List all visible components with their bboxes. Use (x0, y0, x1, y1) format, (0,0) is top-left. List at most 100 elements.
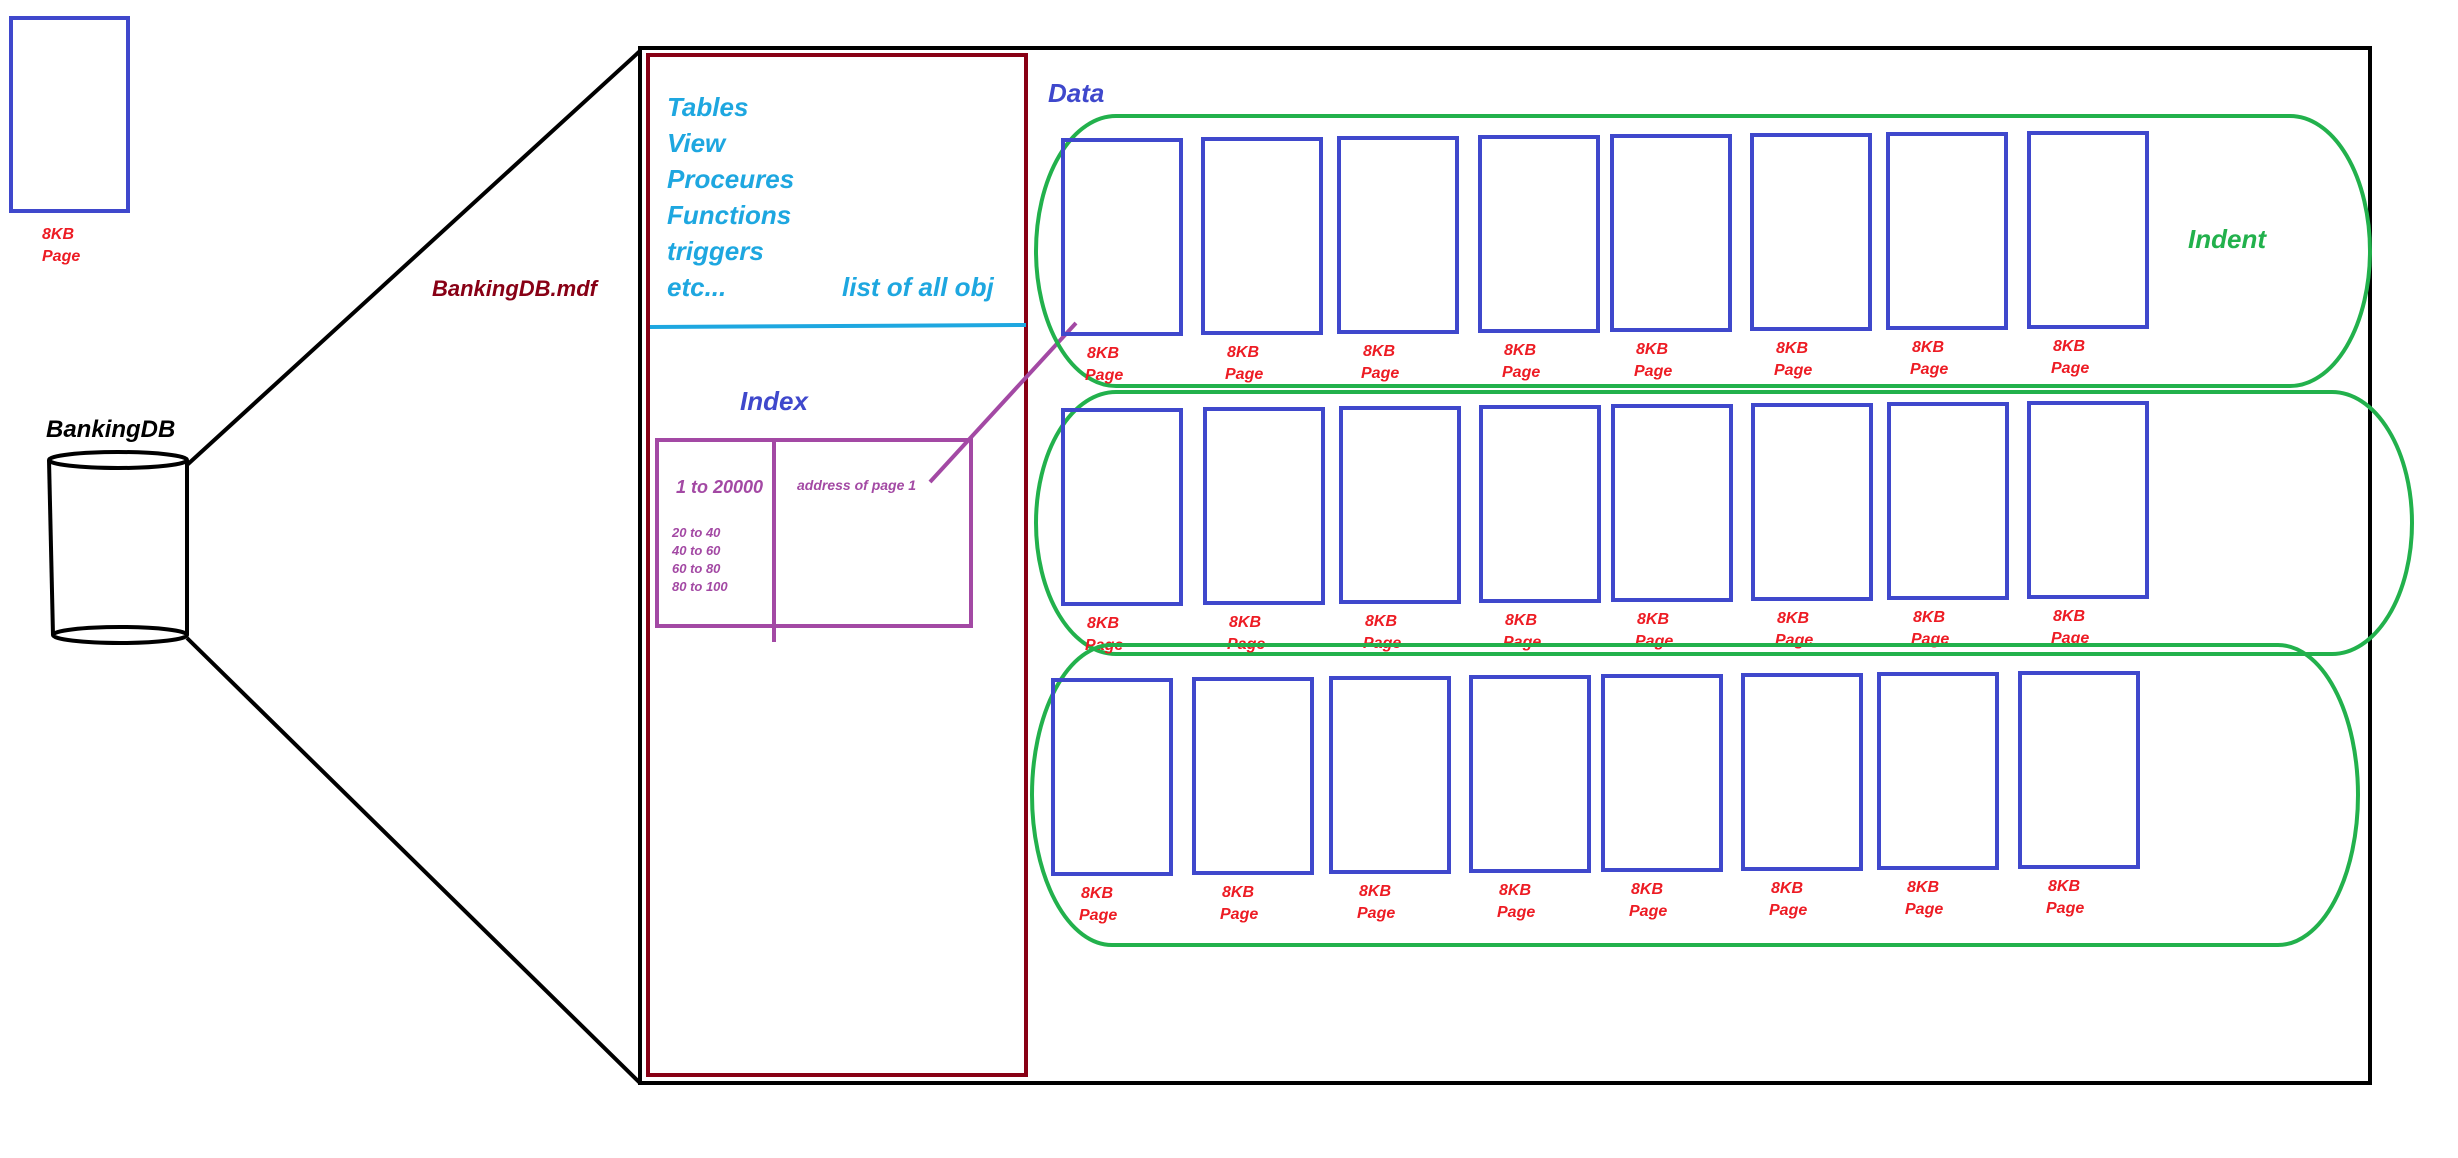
index-range: 40 to 60 (671, 543, 721, 558)
data-page-box (1478, 135, 1600, 333)
index-range: 60 to 80 (672, 561, 721, 576)
legend-page-size: 8KB (42, 226, 74, 243)
data-page-box (1201, 137, 1323, 335)
index-range-main: 1 to 20000 (676, 477, 763, 497)
data-page-size: 8KB (1771, 880, 1803, 897)
data-page-word: Page (1629, 903, 1667, 920)
data-page-word: Page (1910, 361, 1948, 378)
data-page-size: 8KB (2053, 338, 2085, 355)
object-item: Functions (667, 200, 791, 230)
data-page-word: Page (1497, 904, 1535, 921)
data-page-box (1886, 132, 2008, 330)
data-page-word: Page (1774, 362, 1812, 379)
data-page-box (1337, 136, 1459, 334)
data-page-size: 8KB (1359, 883, 1391, 900)
data-page-word: Page (1361, 365, 1399, 382)
data-page-size: 8KB (1087, 345, 1119, 362)
object-list: Tables View Proceures Functions triggers… (667, 92, 794, 302)
data-page-word: Page (1220, 906, 1258, 923)
data-page-size: 8KB (1505, 612, 1537, 629)
data-page-box (1192, 677, 1314, 875)
data-page-word: Page (1635, 633, 1673, 650)
extent-outline (1030, 643, 2360, 947)
data-page-size: 8KB (1776, 340, 1808, 357)
data-page-word: Page (1085, 367, 1123, 384)
object-item: Proceures (667, 164, 794, 194)
data-page-word: Page (1634, 363, 1672, 380)
database-cylinder-icon (47, 450, 189, 645)
data-page-size: 8KB (1222, 884, 1254, 901)
data-page-box (1329, 676, 1451, 874)
data-page-size: 8KB (1636, 341, 1668, 358)
zoom-line-bottom (185, 636, 642, 1085)
data-page-box (1203, 407, 1325, 605)
index-range: 80 to 100 (672, 579, 728, 594)
index-range: 20 to 40 (671, 525, 721, 540)
data-page-box (1479, 405, 1601, 603)
index-pointer-arrow (928, 321, 1078, 484)
data-page-size: 8KB (1499, 882, 1531, 899)
data-page-size: 8KB (2053, 608, 2085, 625)
data-page-size: 8KB (1777, 610, 1809, 627)
data-page-word: Page (2051, 630, 2089, 647)
object-item: etc... (667, 272, 726, 302)
object-list-caption: list of all obj (842, 272, 994, 302)
database-name: BankingDB (46, 416, 175, 443)
object-list-divider (649, 323, 1027, 329)
file-name: BankingDB.mdf (432, 276, 600, 301)
data-page-box (1877, 672, 1999, 870)
data-page-word: Page (1503, 634, 1541, 651)
extents: 8KB Page 8KB Page 8KB Page 8KB Page 8KB Page 8KB Pa… (1030, 114, 2414, 947)
data-page-box (2027, 401, 2149, 599)
data-page-size: 8KB (1363, 343, 1395, 360)
object-item: Tables (667, 92, 748, 122)
data-page-box (1051, 678, 1173, 876)
data-page-box (1887, 402, 2009, 600)
data-page-size: 8KB (1087, 615, 1119, 632)
data-title: Data (1048, 78, 1104, 108)
data-page-word: Page (1079, 907, 1117, 924)
extent-outline (1034, 390, 2414, 656)
data-page-box (2018, 671, 2140, 869)
data-page-box (1741, 673, 1863, 871)
data-page-word: Page (1769, 902, 1807, 919)
data-page-size: 8KB (1637, 611, 1669, 628)
data-page-box (1601, 674, 1723, 872)
data-page-box (1469, 675, 1591, 873)
data-page-word: Page (1357, 905, 1395, 922)
object-item: View (667, 128, 727, 158)
data-page-word: Page (2051, 360, 2089, 377)
data-page-word: Page (1225, 366, 1263, 383)
data-page-word: Page (1502, 364, 1540, 381)
data-page-size: 8KB (1365, 613, 1397, 630)
system-section (646, 53, 1028, 1077)
legend-page-word: Page (42, 248, 80, 265)
database-file-frame (638, 46, 2372, 1085)
zoom-line-top (185, 49, 642, 467)
data-page-box (1611, 404, 1733, 602)
index-pointer-label: address of page 1 (797, 477, 916, 493)
data-page-word: Page (1905, 901, 1943, 918)
data-page-box (1061, 408, 1183, 606)
data-page-size: 8KB (1504, 342, 1536, 359)
data-page-size: 8KB (1907, 879, 1939, 896)
extent-outline (1034, 114, 2372, 388)
data-page-size: 8KB (1229, 614, 1261, 631)
extent-label: Indent (2188, 224, 2267, 254)
data-page-box (1750, 133, 1872, 331)
data-page-box (2027, 131, 2149, 329)
data-page-size: 8KB (1912, 339, 1944, 356)
data-page-word: Page (2046, 900, 2084, 917)
index-box (655, 438, 973, 628)
index-title: Index (740, 386, 809, 416)
data-page-box (1339, 406, 1461, 604)
data-page-box (1610, 134, 1732, 332)
data-page-size: 8KB (2048, 878, 2080, 895)
data-page-size: 8KB (1227, 344, 1259, 361)
data-page-box (1751, 403, 1873, 601)
data-page-size: 8KB (1913, 609, 1945, 626)
data-page-box (1061, 138, 1183, 336)
object-item: triggers (667, 236, 764, 266)
legend-page-box (9, 16, 130, 213)
